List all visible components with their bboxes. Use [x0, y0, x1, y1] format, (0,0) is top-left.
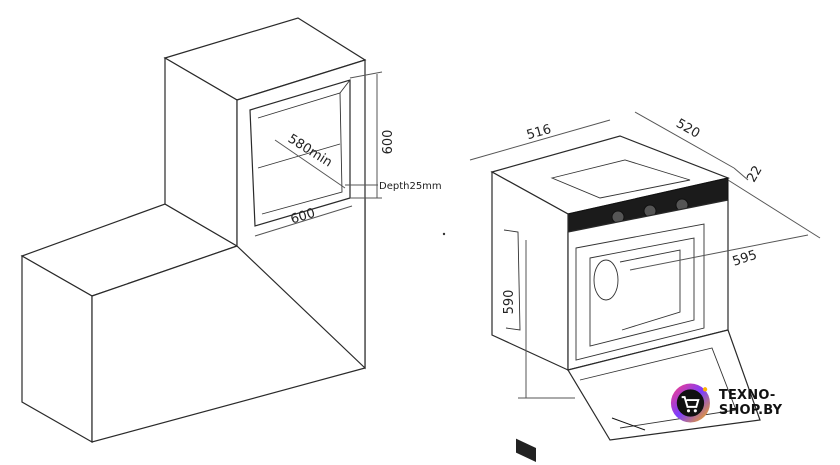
- label-depth-gap: Depth25mm: [379, 181, 442, 192]
- label-front-panel: 22: [744, 163, 765, 185]
- cavity-back-edge: [619, 249, 681, 331]
- dim-line-front-panel: [733, 167, 749, 181]
- label-oven-height: 590: [502, 290, 517, 315]
- label-diagonal: 595: [731, 248, 759, 270]
- label-oven-depth: 520: [673, 116, 702, 141]
- stray-dot: [442, 232, 446, 236]
- dim-line-diagonal: [727, 179, 821, 239]
- cart-logo-icon: [670, 383, 710, 423]
- brand-logo: TEXNO-SHOP.BY: [668, 380, 836, 426]
- oven-door: [567, 329, 761, 441]
- oven-cavity-inner: [589, 237, 695, 347]
- cabinet-drawing: 600 580min Depth25mm 600: [20, 17, 442, 444]
- side-rail: [503, 229, 521, 331]
- oven-top-recess: [550, 159, 691, 199]
- door-inner: [579, 347, 737, 429]
- dim-line-cavity-width: [629, 234, 809, 271]
- oven-drawing: 516 520 22 595 590: [469, 111, 821, 462]
- niche-inner-back: [257, 92, 343, 215]
- label-niche-width: 600: [289, 206, 317, 228]
- brand-name: TEXNO-SHOP.BY: [718, 388, 783, 418]
- dim-line-oven-depth: [634, 111, 735, 169]
- oven-cavity-outer: [575, 223, 705, 361]
- niche-inner-edge: [339, 79, 351, 94]
- side-vent: [516, 438, 536, 462]
- label-niche-height: 600: [381, 130, 396, 155]
- door-handle: [611, 417, 646, 431]
- label-oven-width: 516: [525, 122, 553, 143]
- dim-line-niche-width: [254, 205, 353, 237]
- dim-line-oven-width: [469, 119, 611, 161]
- fan-cover: [593, 259, 619, 301]
- dim-tick-top: [349, 71, 383, 79]
- dim-line-niche-depth: [274, 139, 346, 189]
